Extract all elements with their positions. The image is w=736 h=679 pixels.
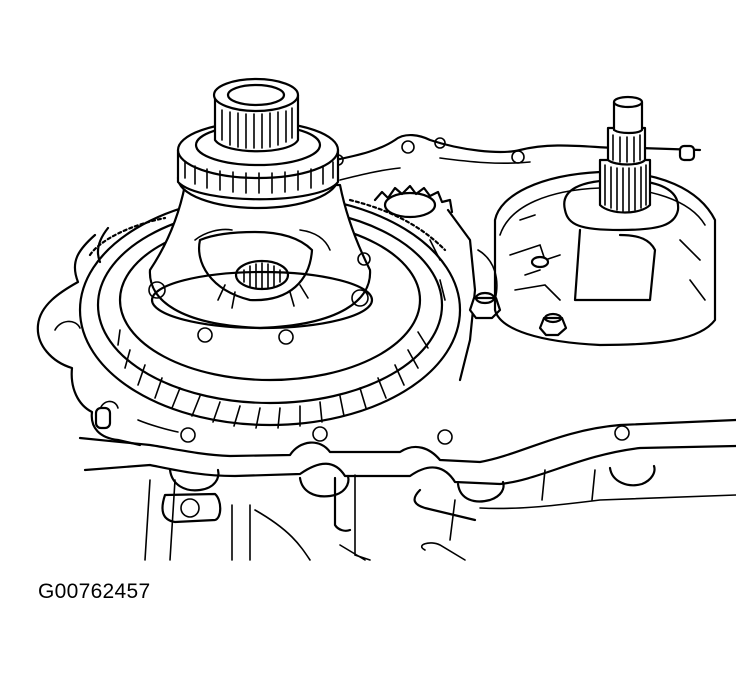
input-shaft-assembly [495,172,715,345]
shaft-icon [214,79,298,151]
differential-icon [149,185,372,344]
housing-icon [38,228,736,560]
case-top-edge [333,135,700,180]
shaft-icon [600,97,650,213]
figure-id-label: G00762457 [38,580,151,603]
